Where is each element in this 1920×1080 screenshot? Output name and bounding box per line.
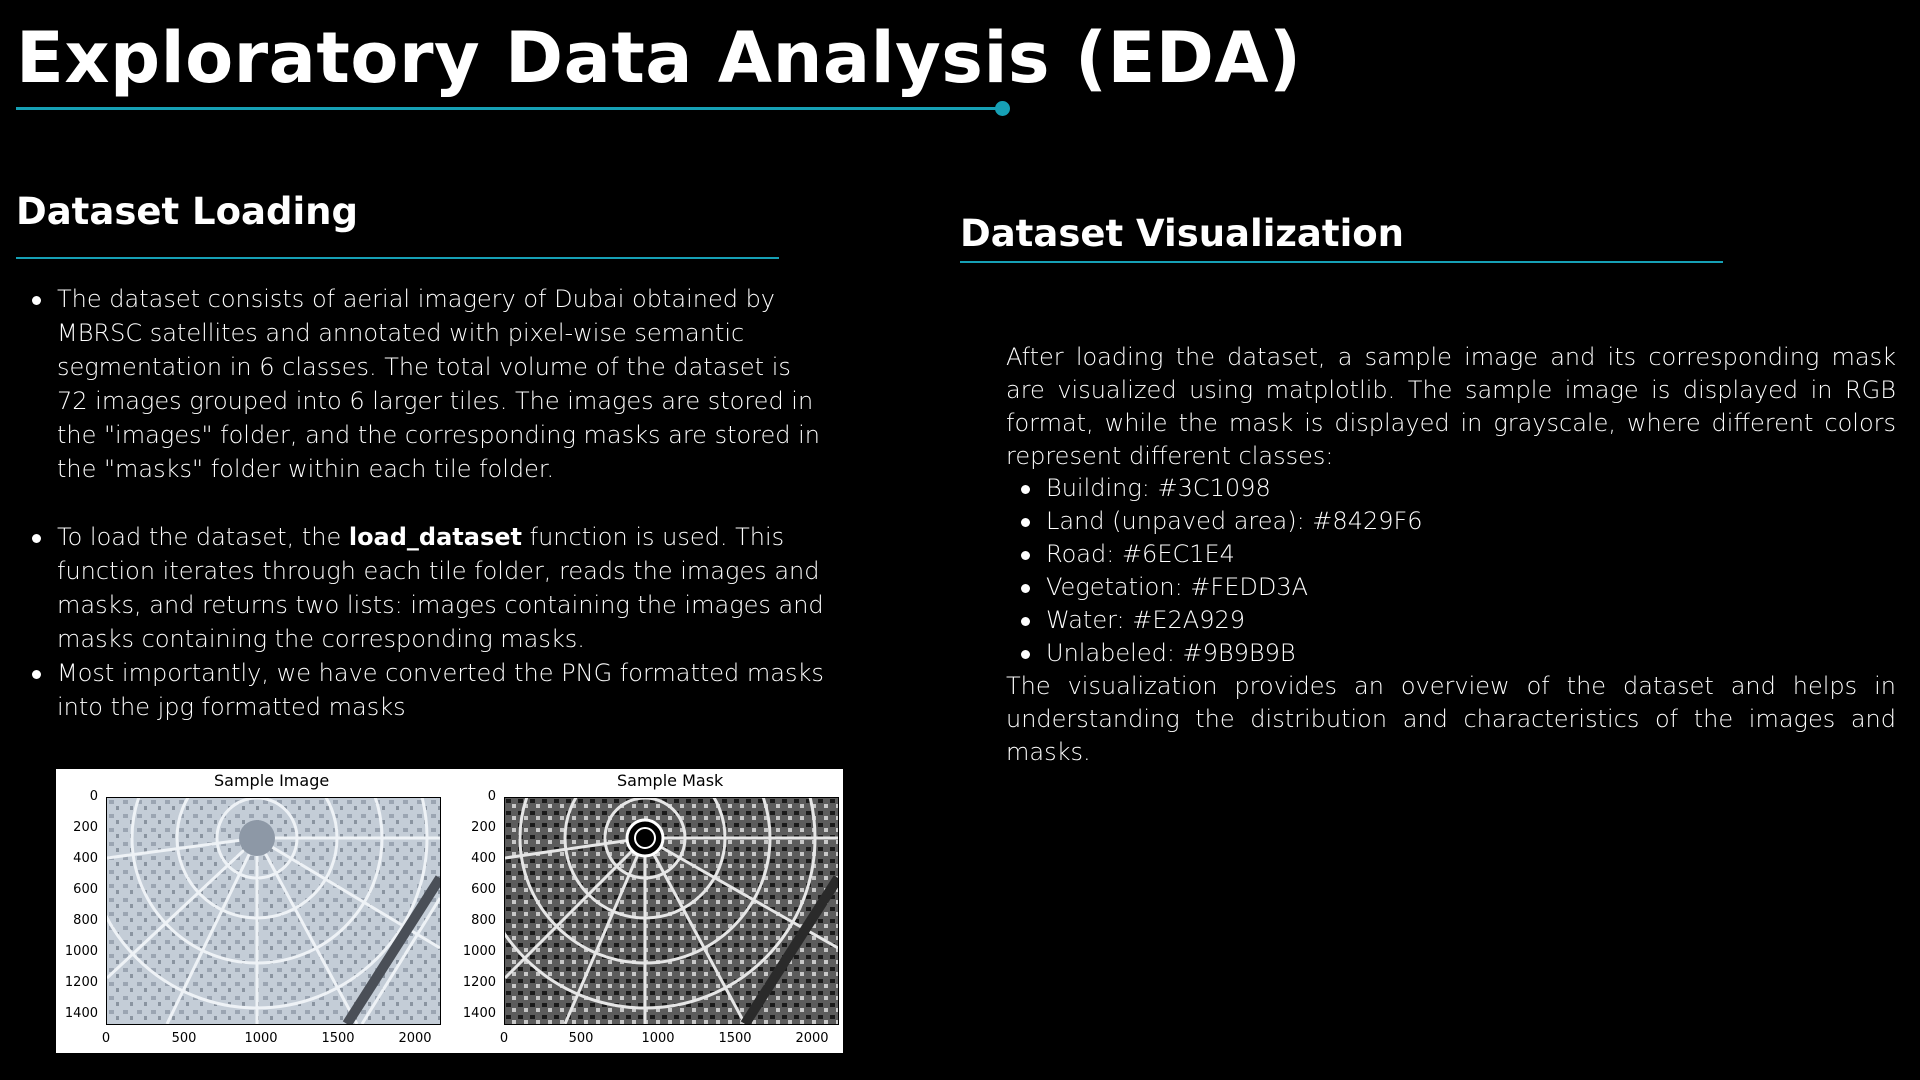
function-name: load_dataset bbox=[348, 523, 523, 551]
visualization-summary-paragraph: The visualization provides an overview o… bbox=[1006, 672, 1896, 766]
dataset-visualization-underline bbox=[960, 261, 1723, 263]
y-tick-label: 800 bbox=[471, 913, 496, 928]
list-item: The dataset consists of aerial imagery o… bbox=[32, 282, 825, 486]
y-tick-label: 1400 bbox=[64, 1006, 98, 1021]
list-item: Water: #E2A929 bbox=[1021, 604, 1920, 637]
y-tick-label: 200 bbox=[73, 820, 98, 835]
y-tick-label: 1400 bbox=[462, 1006, 496, 1021]
list-item: Vegetation: #FEDD3A bbox=[1021, 571, 1920, 604]
y-tick-label: 0 bbox=[89, 789, 98, 804]
y-tick-label: 600 bbox=[471, 882, 496, 897]
y-tick-label: 1000 bbox=[64, 944, 98, 959]
bullet-text: The dataset consists of aerial imagery o… bbox=[57, 285, 821, 483]
y-tick-label: 800 bbox=[73, 913, 98, 928]
x-tick-label: 0 bbox=[499, 1031, 509, 1046]
visualization-intro-paragraph: After loading the dataset, a sample imag… bbox=[1006, 343, 1896, 470]
sample-mask-plot bbox=[504, 797, 839, 1025]
list-item: Most importantly, we have converted the … bbox=[32, 656, 825, 724]
x-tick-label: 0 bbox=[101, 1031, 111, 1046]
sample-image-title: Sample Image bbox=[214, 771, 330, 790]
y-tick-label: 400 bbox=[73, 851, 98, 866]
x-tick-label: 500 bbox=[568, 1031, 594, 1046]
bullet-text-before: To load the dataset, the bbox=[57, 523, 349, 551]
y-tick-label: 1200 bbox=[462, 975, 496, 990]
slide-title: Exploratory Data Analysis (EDA) bbox=[16, 17, 1302, 99]
sample-figure: Sample Image bbox=[56, 769, 843, 1053]
title-underline bbox=[16, 107, 1003, 110]
x-tick-label: 1500 bbox=[321, 1031, 355, 1046]
x-tick-label: 1500 bbox=[718, 1031, 752, 1046]
dataset-visualization-heading: Dataset Visualization bbox=[960, 212, 1405, 255]
y-tick-label: 0 bbox=[487, 789, 496, 804]
dataset-loading-underline bbox=[16, 257, 779, 259]
y-tick-label: 600 bbox=[73, 882, 98, 897]
class-color-list: Building: #3C1098 Land (unpaved area): #… bbox=[1006, 472, 1920, 670]
x-tick-label: 1000 bbox=[641, 1031, 675, 1046]
bullet-text: Most importantly, we have converted the … bbox=[57, 659, 824, 721]
list-item: To load the dataset, the load_dataset fu… bbox=[32, 520, 825, 656]
list-item: Road: #6EC1E4 bbox=[1021, 538, 1920, 571]
mask-image bbox=[505, 798, 838, 1024]
aerial-image bbox=[107, 798, 440, 1024]
x-tick-label: 500 bbox=[171, 1031, 197, 1046]
sample-image-plot bbox=[106, 797, 441, 1025]
title-underline-dot bbox=[995, 101, 1010, 116]
y-tick-label: 1000 bbox=[462, 944, 496, 959]
x-tick-label: 2000 bbox=[795, 1031, 829, 1046]
x-tick-label: 1000 bbox=[244, 1031, 278, 1046]
list-item: Building: #3C1098 bbox=[1021, 472, 1920, 505]
y-tick-label: 400 bbox=[471, 851, 496, 866]
y-tick-label: 200 bbox=[471, 820, 496, 835]
dataset-loading-heading: Dataset Loading bbox=[16, 190, 358, 233]
y-tick-label: 1200 bbox=[64, 975, 98, 990]
sample-mask-title: Sample Mask bbox=[617, 771, 724, 790]
list-item: Land (unpaved area): #8429F6 bbox=[1021, 505, 1920, 538]
x-tick-label: 2000 bbox=[398, 1031, 432, 1046]
bullet-text-after: function is used. This function iterates… bbox=[57, 523, 824, 653]
dataset-loading-list: The dataset consists of aerial imagery o… bbox=[28, 282, 825, 724]
list-item: Unlabeled: #9B9B9B bbox=[1021, 637, 1920, 670]
